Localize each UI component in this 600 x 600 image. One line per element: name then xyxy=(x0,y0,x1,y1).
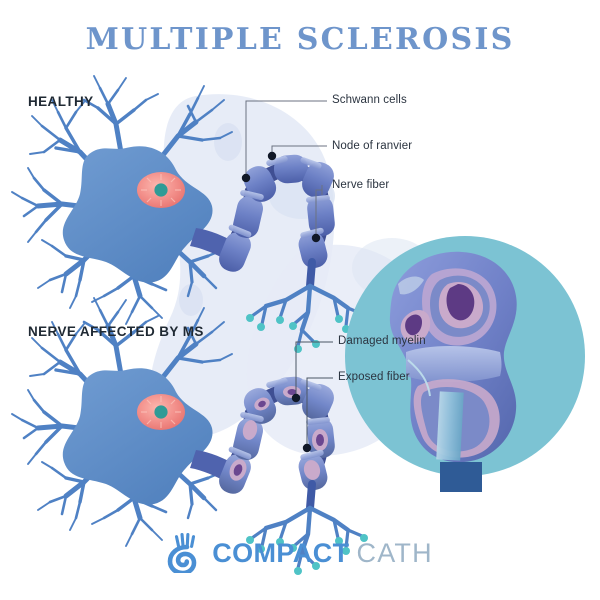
logo-word-cath: CATH xyxy=(356,537,433,568)
ms-damaged-myelinated-axon xyxy=(219,376,335,494)
callout-label-node-of-ranvier: Node of ranvier xyxy=(332,140,413,152)
hand-icon xyxy=(167,533,197,573)
compactcath-logo[interactable]: COMPACT CATH xyxy=(0,533,600,573)
healthy-myelinated-axon xyxy=(219,154,335,272)
ms-demyelination-lesions xyxy=(229,386,328,481)
ms-dendrites xyxy=(11,297,233,547)
ms-callout-leaders xyxy=(291,341,333,453)
section-label-healthy: HEALTHY xyxy=(28,94,94,109)
ms-neuron-diagram xyxy=(11,297,368,575)
ms-axon-terminals xyxy=(246,480,368,575)
ms-nucleus xyxy=(137,394,185,430)
callout-label-damaged-myelin: Damaged myelin xyxy=(338,335,426,347)
magnified-damaged-axon-inset xyxy=(345,236,585,492)
healthy-nucleus xyxy=(137,172,185,208)
healthy-axon-terminals xyxy=(246,258,368,353)
section-label-ms: NERVE AFFECTED BY MS xyxy=(28,324,204,339)
callout-label-schwann-cells: Schwann cells xyxy=(332,94,407,106)
page-title: MULTIPLE SCLEROSIS xyxy=(85,22,515,57)
healthy-callout-leaders xyxy=(241,100,327,243)
healthy-neuron-diagram xyxy=(11,75,368,353)
logo-word-compact: COMPACT xyxy=(212,537,350,568)
callout-label-nerve-fiber: Nerve fiber xyxy=(332,179,390,191)
callout-label-exposed-fiber: Exposed fiber xyxy=(338,371,410,383)
